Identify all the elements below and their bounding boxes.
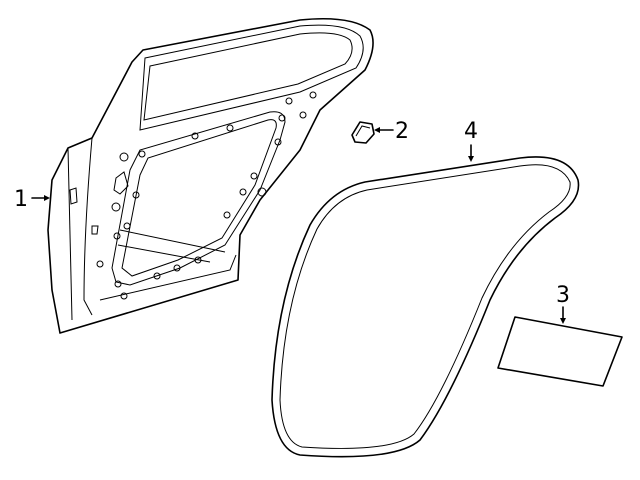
callout-2: 2 [395,119,409,144]
door-shell[interactable] [47,17,374,334]
plug[interactable] [351,121,375,144]
door-holes [69,91,317,300]
callout-4: 4 [464,119,478,144]
callout-1: 1 [14,187,28,212]
callout-3: 3 [556,283,570,308]
label-panel[interactable] [497,316,623,387]
weatherstrip[interactable] [271,156,580,458]
